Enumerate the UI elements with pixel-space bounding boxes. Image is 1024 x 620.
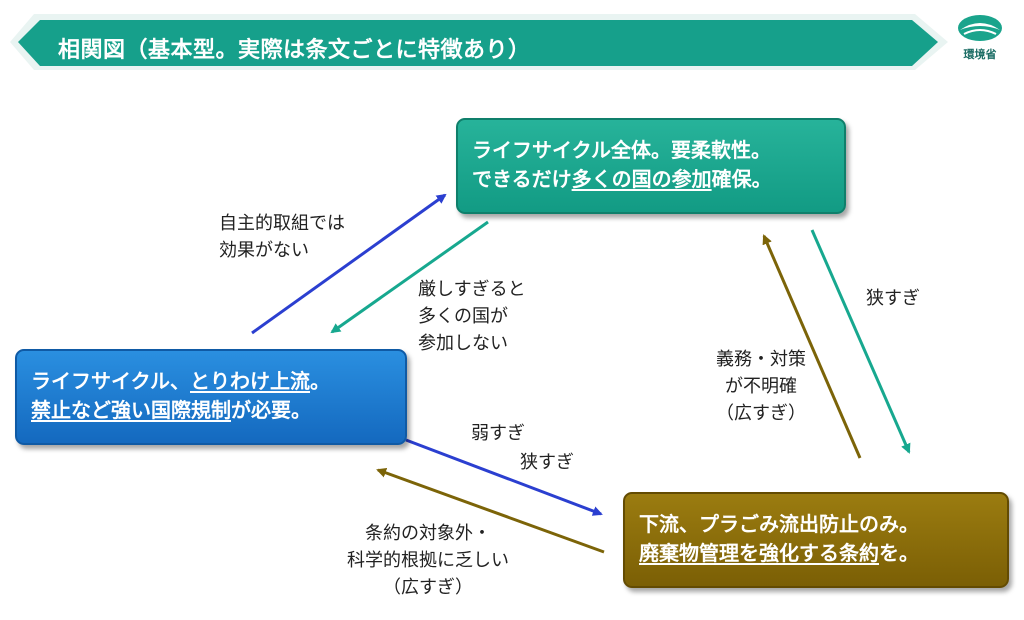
arrow-right-to-left <box>376 468 605 554</box>
label-top-to-left: 厳しすぎると 多くの国が 参加しない <box>418 279 526 354</box>
left-box-line2: 禁止など強い国際規制が必要。 <box>31 398 311 422</box>
right-box-line2: 廃棄物管理を強化する条約を。 <box>639 541 919 565</box>
label-right-to-left: 条約の対象外・ 科学的根拠に乏しい （広すぎ） <box>347 523 509 598</box>
arrow-left-to-right <box>405 438 603 516</box>
label-narrow-bottom: 狭すぎ <box>520 452 574 473</box>
upstream-regulation-box: ライフサイクル、とりわけ上流。 禁止など強い国際規制が必要。 <box>15 349 407 445</box>
top-box-line1: ライフサイクル全体。要柔軟性。 <box>472 138 771 162</box>
page-title: 相関図（基本型。実際は条文ごとに特徴あり） <box>58 38 531 63</box>
downstream-waste-box: 下流、プラごみ流出防止のみ。 廃棄物管理を強化する条約を。 <box>623 492 1009 588</box>
ministry-logo-icon <box>958 15 1002 41</box>
title-banner <box>10 14 948 70</box>
arrow-right-to-top <box>762 234 862 459</box>
label-right-to-top: 義務・対策 が不明確 （広すぎ） <box>716 349 806 424</box>
right-box-line1: 下流、プラごみ流出防止のみ。 <box>639 512 919 536</box>
label-left-to-top: 自主的取組では 効果がない <box>219 213 345 261</box>
left-box-line1: ライフサイクル、とりわけ上流。 <box>31 369 330 393</box>
label-weak: 弱すぎ <box>471 423 525 444</box>
top-box-line2: できるだけ多くの国の参加確保。 <box>472 167 772 191</box>
logo-text: 環境省 <box>963 48 997 61</box>
arrow-left-to-top <box>251 193 447 335</box>
arrow-top-to-left <box>330 220 489 334</box>
arrow-top-to-right <box>810 229 911 454</box>
lifecycle-flexible-box: ライフサイクル全体。要柔軟性。 できるだけ多くの国の参加確保。 <box>456 118 846 214</box>
label-narrow-right: 狭すぎ <box>866 288 920 309</box>
